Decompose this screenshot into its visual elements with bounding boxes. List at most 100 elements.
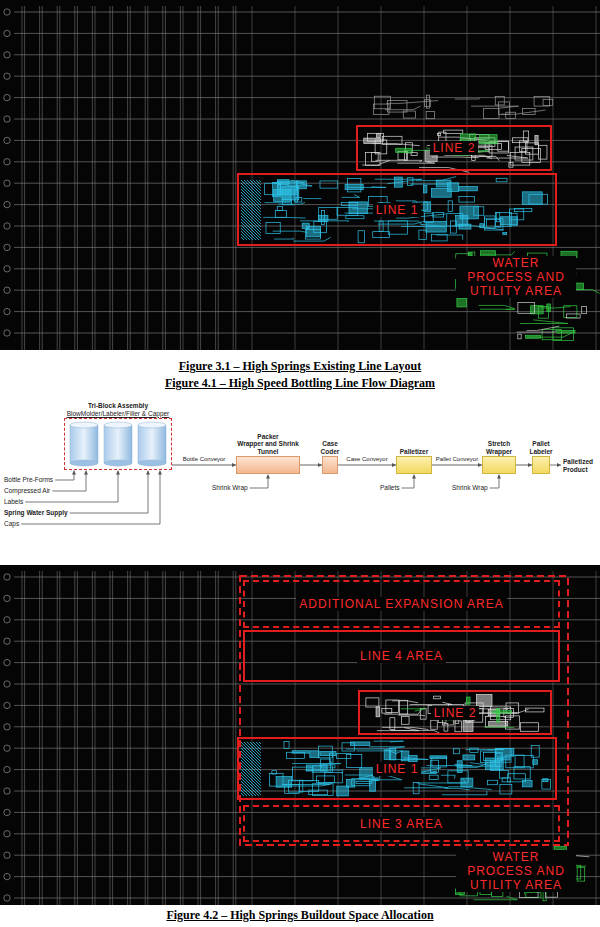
equipment-line	[445, 788, 470, 790]
grid-bubble	[4, 766, 10, 772]
grid-line	[14, 12, 600, 13]
grid-bubble	[4, 287, 10, 293]
hatch-line	[241, 225, 256, 240]
equipment-line	[427, 764, 473, 765]
equipment-part	[266, 222, 280, 233]
input-label: Bottle Pre-Forms	[4, 476, 53, 484]
grid-bubble	[4, 788, 10, 794]
grid-line	[92, 571, 93, 905]
equipment-part	[379, 221, 383, 231]
hatch-line	[247, 742, 261, 756]
equipment-line	[527, 333, 572, 337]
input-label: Labels	[4, 498, 23, 506]
equipment-part	[341, 203, 357, 206]
equipment-part	[275, 210, 286, 217]
hatch-line	[241, 760, 261, 780]
line-area: LINE 1	[237, 173, 557, 246]
equipment-part	[429, 775, 438, 779]
supply-arrow	[402, 475, 414, 489]
output-label: Palletized Product	[563, 458, 599, 474]
grid-bubble	[4, 116, 10, 122]
cad-panel	[0, 0, 600, 350]
grid-line	[596, 6, 597, 350]
grid-line	[59, 6, 60, 350]
grid-line	[218, 6, 219, 350]
equipment-line	[384, 709, 421, 714]
grid-line	[215, 6, 216, 350]
conveyor-label: Bottle Conveyor	[182, 456, 227, 463]
line-area: LINE 2	[358, 690, 552, 735]
grid-line	[233, 6, 234, 350]
hatch-line	[247, 180, 261, 194]
equipment-part	[316, 776, 334, 783]
equipment-part	[466, 697, 470, 704]
equipment-part	[320, 181, 338, 188]
heading-holder: Palletizer	[394, 448, 434, 456]
cad-panel	[0, 565, 600, 905]
equipment-line	[374, 741, 404, 743]
equipment-line	[416, 177, 456, 181]
grid-bubble	[4, 638, 10, 644]
equipment-line	[369, 747, 404, 749]
equipment-part	[345, 184, 363, 189]
equipment-part	[312, 766, 332, 772]
equipment-part	[542, 779, 551, 789]
equipment-part	[500, 217, 517, 225]
grid-bubble	[4, 159, 10, 165]
equipment-line	[397, 162, 434, 163]
label-holder: LINE 1	[373, 762, 422, 776]
machine-box: Palletizer	[396, 456, 432, 474]
equipment-part	[373, 232, 390, 238]
hatch-line	[241, 766, 261, 786]
machine-label: Tri-Block Assembly	[53, 402, 183, 410]
equipment-part	[413, 783, 419, 794]
machine-box: PackerWrapper and Shrink Tunnel	[236, 456, 300, 474]
equipment-part	[400, 700, 408, 714]
cylinder-body	[70, 425, 98, 463]
equipment-part	[481, 751, 496, 763]
grid-line	[14, 662, 600, 663]
grid-bubble	[4, 244, 10, 250]
grid-bubble	[4, 617, 10, 623]
conveyor-connector	[300, 465, 322, 466]
machine-label: Stretch Wrapper	[480, 440, 518, 455]
supply-arrow	[70, 471, 148, 514]
equipment-part	[265, 183, 281, 194]
conveyor-connector	[516, 465, 532, 466]
grid-line	[42, 571, 43, 905]
label-holder: LINE 1	[373, 203, 422, 217]
equipment-part	[390, 718, 395, 730]
grid-bubble	[4, 745, 10, 751]
equipment-part	[321, 210, 324, 224]
grid-line	[14, 641, 600, 642]
cad-ground	[0, 0, 600, 350]
equipment-part	[518, 334, 521, 339]
hatch-line	[241, 742, 261, 762]
grid-line	[22, 6, 23, 350]
equipment-line	[436, 235, 462, 240]
grid-bubble	[4, 702, 10, 708]
conveyor-label: Case Conveyor	[345, 456, 388, 463]
triblock-illustration	[65, 419, 171, 469]
hatch-line	[241, 192, 261, 212]
hatch-line	[256, 742, 261, 747]
equipment-part	[277, 207, 282, 211]
equipment-part	[448, 201, 452, 212]
equipment-part	[487, 780, 497, 784]
input-label: Shrink Wrap	[452, 484, 488, 492]
grid-line	[381, 6, 382, 350]
equipment-part	[366, 698, 379, 707]
equipment-part	[498, 141, 509, 151]
hatch-line	[244, 742, 261, 759]
label-holder: LINE 2	[431, 706, 480, 720]
equipment-part	[366, 152, 380, 165]
equipment-line	[404, 784, 448, 788]
grid-bubble	[4, 574, 10, 580]
equipment-part	[461, 778, 473, 787]
hatch-line	[259, 180, 261, 182]
grid-bubble	[4, 809, 10, 815]
equipment-part	[426, 112, 434, 119]
equipment-part	[533, 760, 538, 765]
cylinder-top	[70, 422, 98, 428]
supply-arrow	[55, 471, 74, 481]
